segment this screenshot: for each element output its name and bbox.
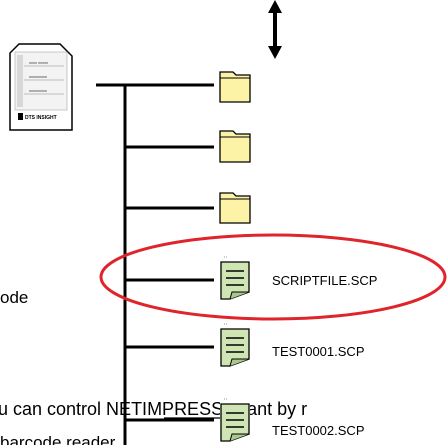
script-file-icon[interactable] [220,256,250,300]
file-name-test0002[interactable]: TEST0002.SCP [272,423,365,438]
background-fragment-ode: ode [0,288,28,307]
sd-card-icon: xxxx xxxxx xxxxxxxxx xxxxxxxxx DTS INSIG… [9,43,73,131]
file-name-scriptfile[interactable]: SCRIPTFILE.SCP [272,273,377,288]
script-file-icon[interactable] [220,323,250,367]
background-line-barcode: barcode reader [0,433,116,445]
highlight-ellipse [99,233,447,321]
background-line-control: u can control NETIMPRESS avant by r [0,399,307,419]
folder-icon[interactable] [219,192,251,224]
script-file-icon[interactable] [220,398,250,442]
folder-icon[interactable] [219,71,251,103]
up-down-arrow-icon [268,0,282,59]
sd-card-label-line: xxxxxxxxx [29,74,47,79]
tree-connector-lines [96,83,214,445]
sd-card-brand: DTS INSIGHT [25,115,57,121]
sd-card-label-line: xxxx xxxxx [29,60,48,65]
folder-icon[interactable] [219,130,251,163]
file-name-test0001[interactable]: TEST0001.SCP [272,344,365,359]
sd-card-label-line: xxxxxxxxx [29,88,47,93]
